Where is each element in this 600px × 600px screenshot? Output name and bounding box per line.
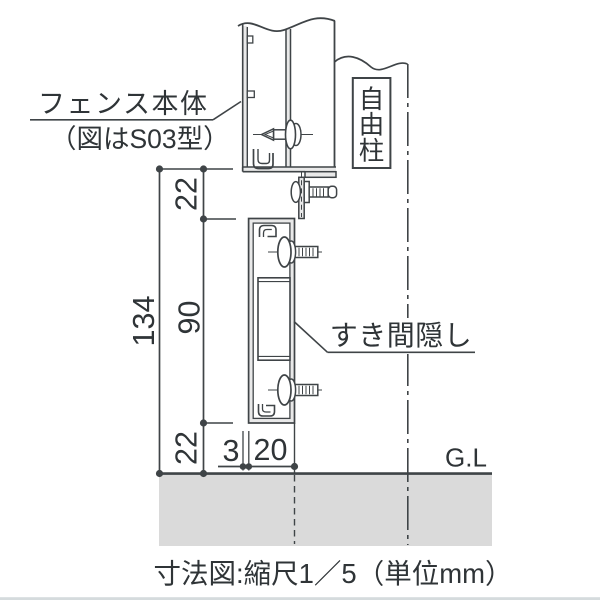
dim-bottom-22: 22 [170, 431, 204, 465]
break-line-post [333, 55, 408, 71]
ground-hatch [159, 474, 492, 546]
dim-top-22: 22 [170, 177, 204, 211]
free-post-char-2: 由 [359, 111, 385, 139]
bolt-cover-upper [268, 236, 322, 268]
break-line-top [237, 17, 336, 33]
bolt-hanger [290, 180, 338, 204]
panel-tab-lower [246, 90, 255, 99]
flange-lip [304, 170, 337, 179]
gap-cover-label: すき間隠し [330, 320, 473, 351]
dimension-lines [155, 165, 299, 478]
cover-hook-top [258, 224, 277, 238]
fence-body-note: （図はS03型） [50, 124, 230, 154]
page-edge [0, 597, 600, 600]
hanger-bracket [290, 172, 338, 220]
dim-gap-3: 3 [223, 434, 240, 468]
panel-tab-upper [246, 35, 254, 44]
gap-cover-profile [247, 217, 322, 424]
dim-depth-20: 20 [254, 433, 288, 467]
caption: 寸法図:縮尺1／5（単位mm） [153, 558, 512, 589]
gap-cover-leader [293, 318, 478, 354]
fence-body-label: フェンス本体 [38, 89, 208, 119]
free-post-label: 自 由 柱 [351, 77, 392, 169]
dim-overall-134: 134 [127, 296, 161, 347]
cover-recess [257, 276, 291, 361]
dim-middle-90: 90 [173, 301, 207, 335]
fence-body-leader [30, 100, 242, 121]
bolt-cover-lower [268, 374, 322, 406]
panel-hook-clip [252, 149, 274, 170]
bolt-panel [253, 119, 313, 150]
cover-hook-bottom [257, 404, 276, 417]
free-post-char-1: 自 [359, 86, 385, 114]
ground-level-label: G.L [445, 443, 487, 473]
free-post-char-3: 柱 [359, 137, 385, 165]
fence-body-profile [237, 17, 408, 179]
